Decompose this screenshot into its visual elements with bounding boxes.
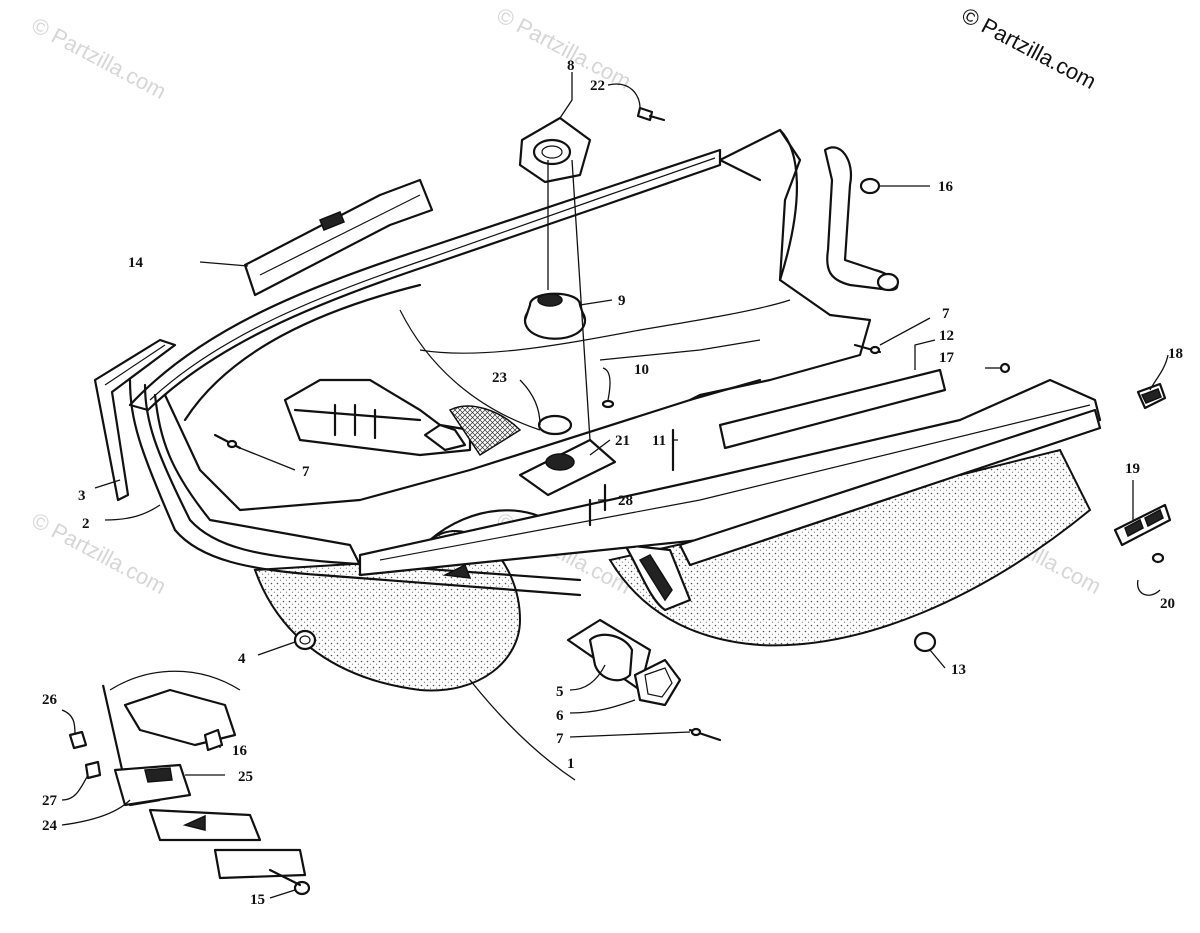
- inset-detail: [68, 670, 311, 896]
- console-recess: [283, 378, 522, 457]
- callout-label: 23: [492, 370, 507, 386]
- callout-labels: 1 2 3 4 5 6 7 7 7 8 9 10 11 12 13 14 15 …: [42, 58, 1183, 908]
- hardware: [213, 106, 1011, 653]
- callout-label: 4: [238, 651, 246, 667]
- callout-label: 21: [615, 433, 630, 449]
- callout-label: 17: [939, 350, 955, 366]
- watermark: © Partzilla.com: [493, 2, 636, 94]
- copyright-text: © Partzilla.com: [958, 2, 1101, 94]
- callout-label: 2: [82, 516, 90, 532]
- callout-label: 7: [942, 306, 950, 322]
- callout-label: 11: [652, 433, 666, 449]
- flange-plate: [518, 116, 592, 184]
- watermark: © Partzilla.com: [28, 12, 171, 104]
- rear-handle: [823, 146, 900, 292]
- callout-label: 3: [78, 488, 86, 504]
- callout-label: 16: [232, 743, 248, 759]
- callout-label: 6: [556, 708, 564, 724]
- callout-label: 20: [1160, 596, 1175, 612]
- callout-label: 10: [634, 362, 649, 378]
- callout-label: 1: [567, 756, 575, 772]
- grommet: [523, 292, 587, 340]
- callout-label: 18: [1168, 346, 1183, 362]
- reflectors: [1113, 382, 1172, 564]
- callout-label: 7: [302, 464, 310, 480]
- right-side-rail: [358, 368, 1102, 579]
- callout-label: 27: [42, 793, 58, 809]
- callout-label: 22: [590, 78, 605, 94]
- boot-assembly: [566, 618, 722, 742]
- leader-lines: [61, 72, 1169, 899]
- hood-top-rail: [128, 148, 722, 412]
- callout-label: 16: [938, 179, 954, 195]
- callout-label: 12: [939, 328, 954, 344]
- callout-label: 8: [567, 58, 575, 74]
- callout-label: 24: [42, 818, 58, 834]
- callout-label: 5: [556, 684, 564, 700]
- callout-label: 28: [618, 493, 633, 509]
- callout-label: 7: [556, 731, 564, 747]
- callout-label: 19: [1125, 461, 1140, 477]
- callout-label: 9: [618, 293, 626, 309]
- windshield-strip: [243, 178, 434, 297]
- front-bumper: [93, 338, 582, 597]
- callout-label: 14: [128, 255, 144, 271]
- callout-label: 15: [250, 892, 265, 908]
- callout-label: 26: [42, 692, 58, 708]
- callout-label: 13: [951, 662, 966, 678]
- callout-label: 25: [238, 769, 253, 785]
- watermark: © Partzilla.com: [28, 507, 171, 599]
